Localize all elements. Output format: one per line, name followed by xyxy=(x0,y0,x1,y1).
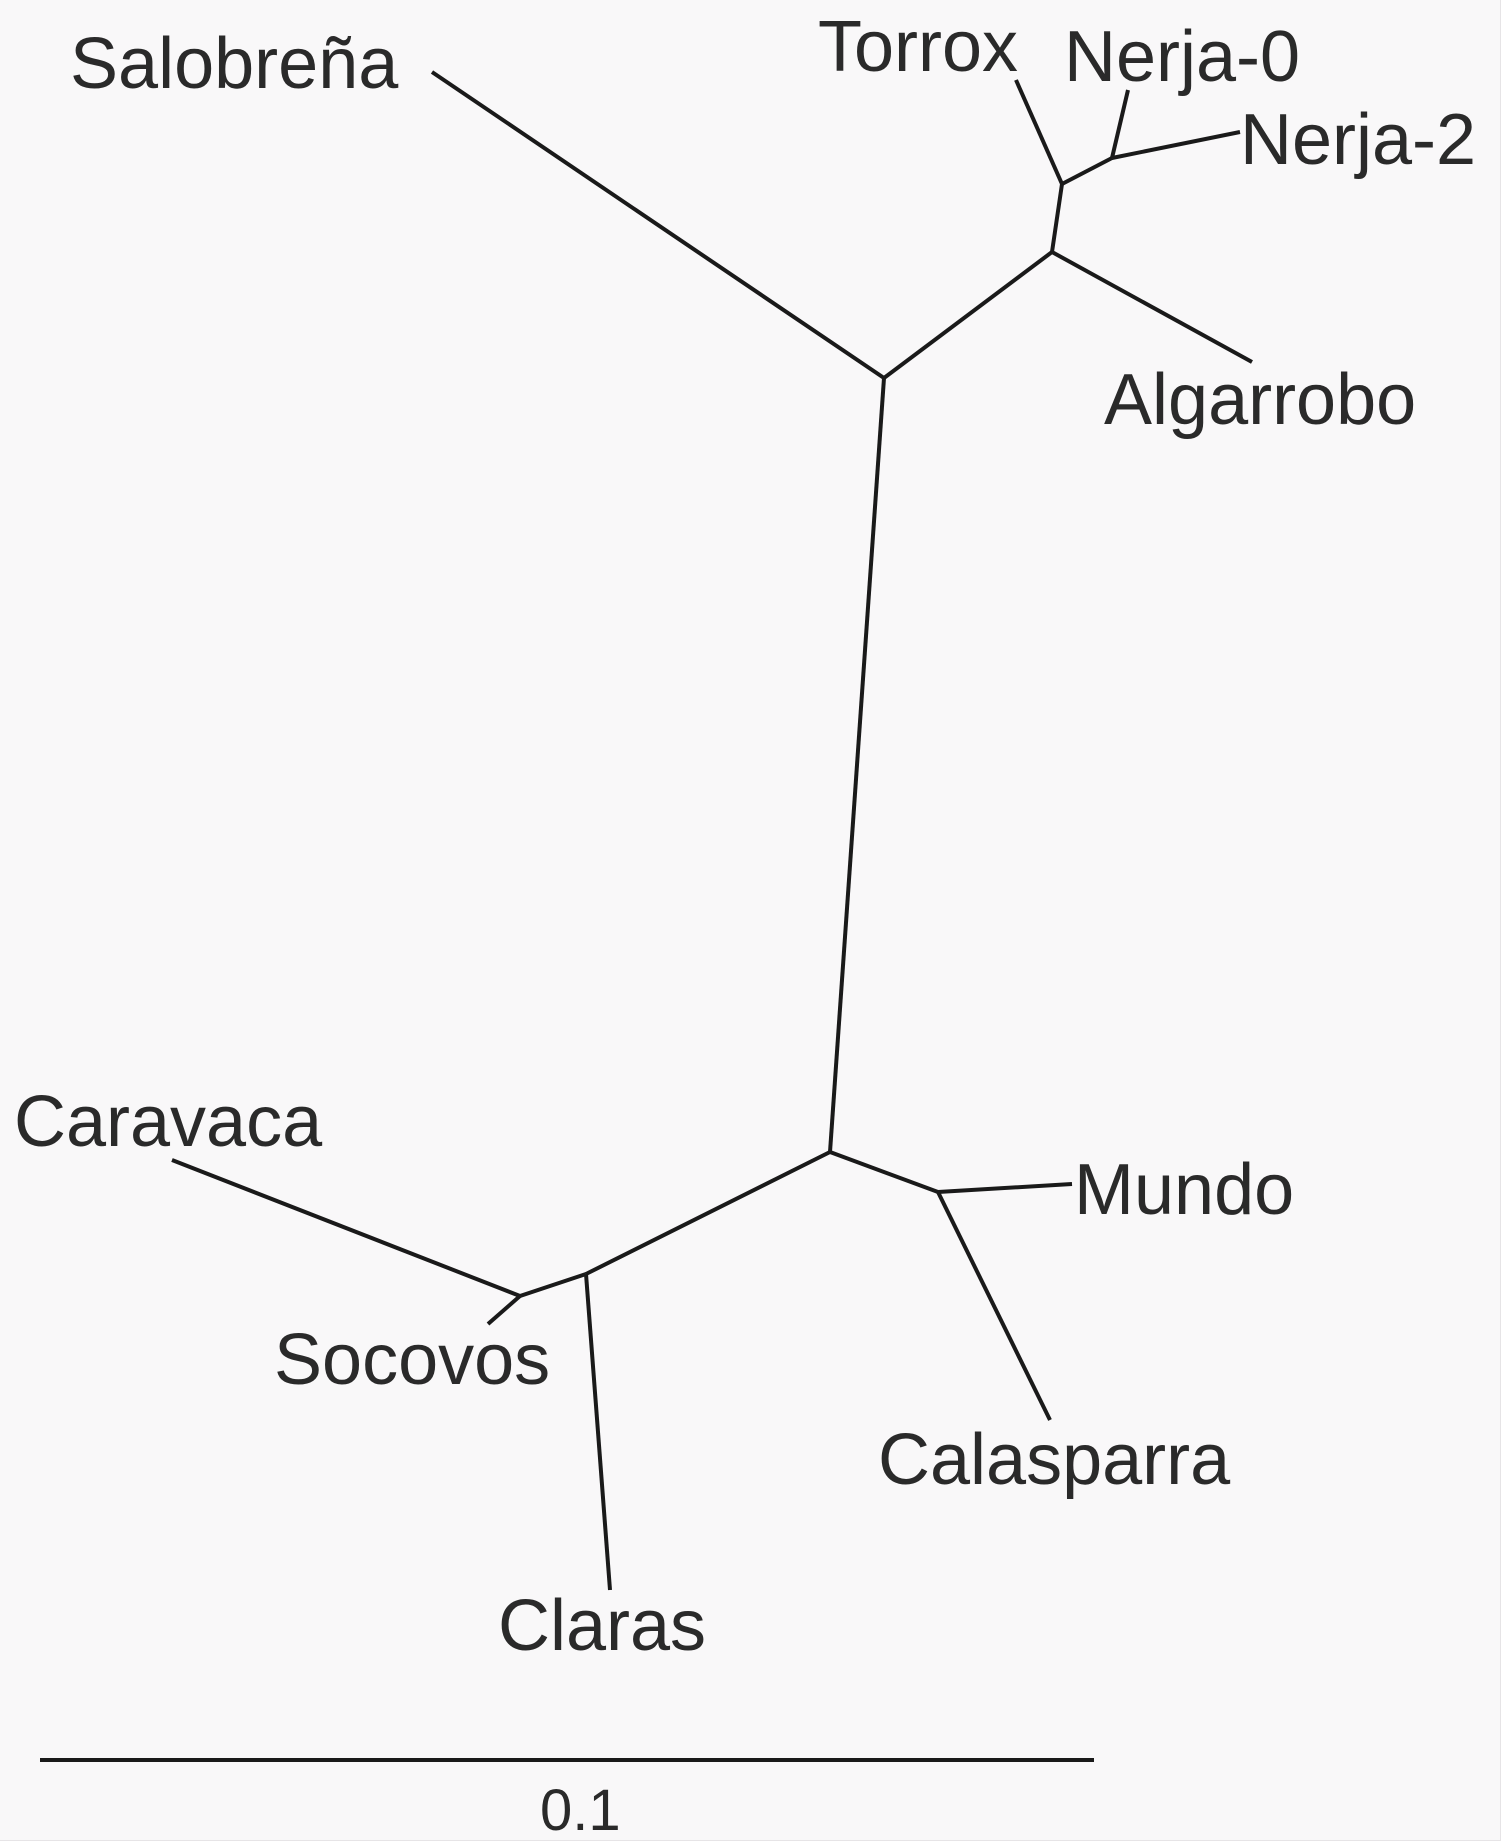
branch-nerja0 xyxy=(1110,89,1130,159)
branches xyxy=(171,70,1253,1591)
branch-internal-caravaca-socovos xyxy=(519,1272,587,1298)
branch-internal-nerja xyxy=(1061,156,1113,186)
branch-torrox xyxy=(1014,79,1064,185)
taxon-labels: Salobreña Torrox Nerja-0 Nerja-2 Algarro… xyxy=(14,7,1476,1666)
branch-internal-southeast xyxy=(829,1150,939,1194)
branch-caravaca xyxy=(171,1158,521,1298)
label-claras: Claras xyxy=(498,1586,706,1666)
branch-internal-southwest xyxy=(585,1150,831,1276)
scale-bar-label: 0.1 xyxy=(540,1778,621,1841)
branch-salobrena xyxy=(430,70,886,380)
branch-algarrobo xyxy=(1051,250,1253,364)
label-socovos: Socovos xyxy=(274,1320,550,1400)
label-salobrena: Salobreña xyxy=(70,24,399,104)
label-caravaca: Caravaca xyxy=(14,1082,323,1162)
label-nerja0: Nerja-0 xyxy=(1064,17,1300,97)
branch-claras xyxy=(584,1273,612,1591)
scale-bar: 0.1 xyxy=(40,1758,1094,1841)
branch-internal-torrox-nerja xyxy=(1050,183,1064,253)
branch-internal-central xyxy=(828,377,886,1153)
label-nerja2: Nerja-2 xyxy=(1240,100,1476,180)
label-algarrobo: Algarrobo xyxy=(1104,360,1416,440)
branch-nerja2 xyxy=(1111,130,1241,160)
label-mundo: Mundo xyxy=(1074,1150,1294,1230)
branch-mundo xyxy=(937,1182,1073,1194)
branch-internal-north xyxy=(882,250,1054,380)
branch-calasparra xyxy=(936,1191,1052,1421)
label-calasparra: Calasparra xyxy=(878,1420,1231,1500)
branch-socovos xyxy=(486,1294,522,1326)
label-torrox: Torrox xyxy=(818,7,1018,87)
